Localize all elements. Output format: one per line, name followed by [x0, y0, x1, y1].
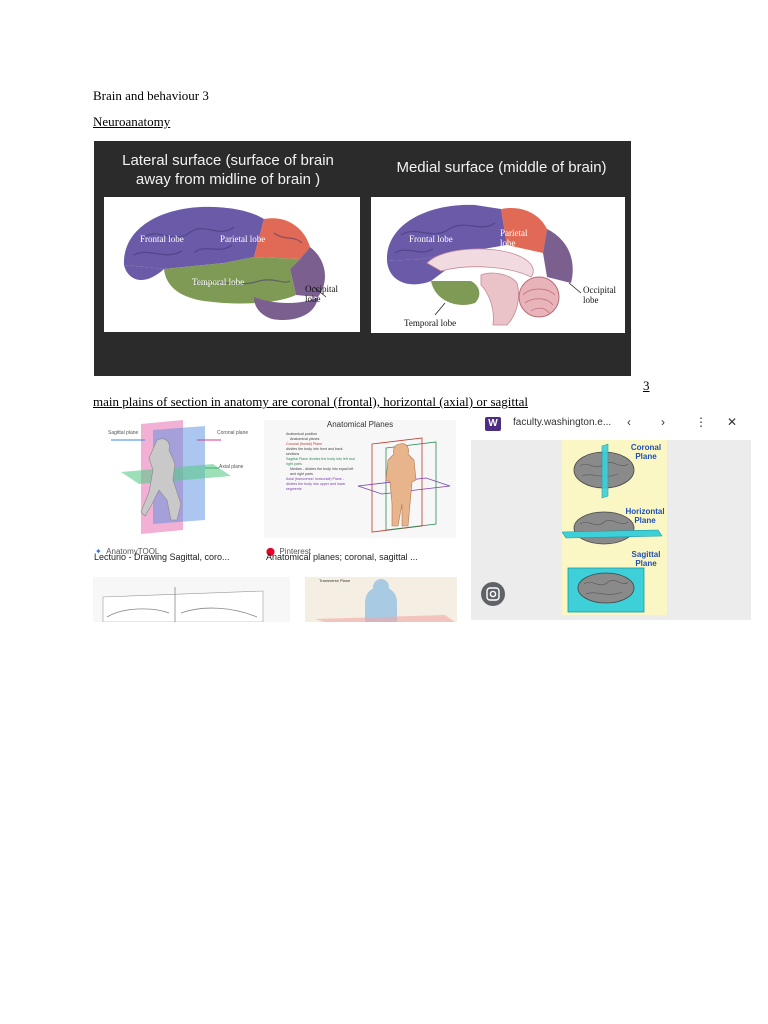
pinterest-source-name: Pinterest — [279, 547, 311, 556]
result-card-pinterest[interactable]: Anatomical Planes Anatomical position An… — [264, 420, 456, 538]
bullet-5: Median - divides the body into equal lef… — [290, 467, 354, 476]
result-card-brain-sections[interactable] — [93, 577, 290, 623]
lateral-frontal-label: Frontal lobe — [140, 234, 184, 244]
brain-planes-image: Coronal Plane Horizontal Plane Sagittal … — [561, 440, 667, 615]
medial-brain-panel: Frontal lobe Parietal lobe Occipital lob… — [371, 197, 625, 333]
bullet-6: Axial (transverse/ horizontal) Plane - d… — [286, 477, 346, 491]
viewer-toolbar: W faculty.washington.e... ‹ › ⋮ ✕ — [471, 412, 751, 440]
coronal-plane-label: Coronal plane — [217, 430, 249, 436]
more-vert-icon[interactable]: ⋮ — [695, 415, 707, 429]
bullet-3: divides the body into front and back sec… — [286, 447, 343, 456]
section-heading: Neuroanatomy — [93, 114, 171, 129]
result-card-anatomytool[interactable]: Sagittal plane Coronal plane Axial plane — [93, 420, 250, 538]
medial-temporal-label: Temporal lobe — [404, 318, 457, 328]
result-card-transverse-plane[interactable]: Transverse Plane — [305, 577, 457, 622]
anatomytool-caption[interactable]: Lecturio - Drawing Sagittal, coro... — [94, 552, 230, 562]
lateral-occipital-label-2: lobe — [305, 294, 321, 304]
site-favicon: W — [485, 417, 501, 431]
lateral-occipital-label-1: Occipital — [305, 284, 338, 294]
anatomytool-source-name: AnatomyTOOL — [106, 547, 160, 556]
medial-occipital-label-1: Occipital — [583, 285, 616, 295]
lateral-temporal-label: Temporal lobe — [192, 277, 245, 287]
anatomytool-source[interactable]: ✦ AnatomyTOOL — [95, 541, 159, 559]
sagittal-label-2: Plane — [635, 559, 657, 568]
body-planes-illustration — [357, 437, 451, 533]
planes-bullet-list: Anatomical position Anatomical planes Co… — [286, 432, 356, 492]
lens-icon[interactable] — [481, 582, 505, 606]
brain-section-thumbnail — [93, 577, 290, 623]
horizontal-label-2: Plane — [634, 516, 656, 525]
bullet-0: Anatomical position — [286, 432, 318, 436]
coronal-label-2: Plane — [635, 452, 657, 461]
bullet-2: Coronal (frontal) Plane — [286, 442, 323, 446]
lateral-title-line-1: Lateral surface (surface of brain — [122, 152, 334, 169]
sagittal-coronal-axial-illustration — [93, 420, 250, 538]
brain-planes-illustration — [561, 443, 663, 613]
lateral-title-line-2: away from midline of brain ) — [135, 171, 321, 188]
medial-parietal-label-2: lobe — [500, 238, 516, 248]
chevron-right-icon[interactable]: › — [661, 415, 665, 429]
brain-lobes-figure: Lateral surface (surface of brain away f… — [94, 141, 631, 376]
medial-brain-illustration — [386, 204, 582, 326]
viewer-url[interactable]: faculty.washington.e... — [513, 417, 612, 428]
axial-plane-label: Axial plane — [219, 464, 244, 470]
lateral-parietal-label: Parietal lobe — [220, 234, 266, 244]
coronal-label-1: Coronal — [630, 443, 662, 452]
footnote-marker: 3 — [643, 378, 650, 393]
body-text-line: main plains of section in anatomy are co… — [93, 394, 528, 409]
anatomical-planes-title: Anatomical Planes — [326, 420, 394, 429]
medial-parietal-label-1: Parietal — [500, 228, 528, 238]
transverse-plane-thumbnail — [315, 579, 455, 622]
transverse-plane-title: Transverse Plane — [319, 578, 351, 583]
pinterest-caption[interactable]: Anatomical planes; coronal, sagittal ... — [266, 552, 418, 562]
horizontal-label-1: Horizontal — [625, 507, 665, 516]
medial-occipital-label-2: lobe — [583, 295, 599, 305]
bullet-1: Anatomical planes — [290, 437, 320, 441]
medial-title: Medial surface (middle of brain) — [396, 159, 607, 176]
lateral-brain-panel: Frontal lobe Parietal lobe Temporal lobe… — [104, 197, 360, 332]
sagittal-label-1: Sagittal — [631, 550, 661, 559]
bullet-4: Sagittal Plane divides the body into lef… — [286, 457, 355, 466]
pinterest-source[interactable]: ⬤ Pinterest — [266, 541, 311, 559]
lens-glyph — [486, 587, 500, 601]
lateral-brain-illustration — [123, 206, 327, 321]
anatomytool-favicon: ✦ — [95, 547, 102, 556]
medial-frontal-label: Frontal lobe — [409, 234, 453, 244]
close-icon[interactable]: ✕ — [727, 415, 738, 429]
document-title: Brain and behaviour 3 — [93, 88, 209, 103]
chevron-left-icon[interactable]: ‹ — [627, 415, 631, 429]
sagittal-plane-label: Sagittal plane — [108, 430, 139, 436]
image-viewer-panel: W faculty.washington.e... ‹ › ⋮ ✕ Corona… — [471, 412, 751, 620]
pinterest-favicon: ⬤ — [266, 547, 275, 556]
